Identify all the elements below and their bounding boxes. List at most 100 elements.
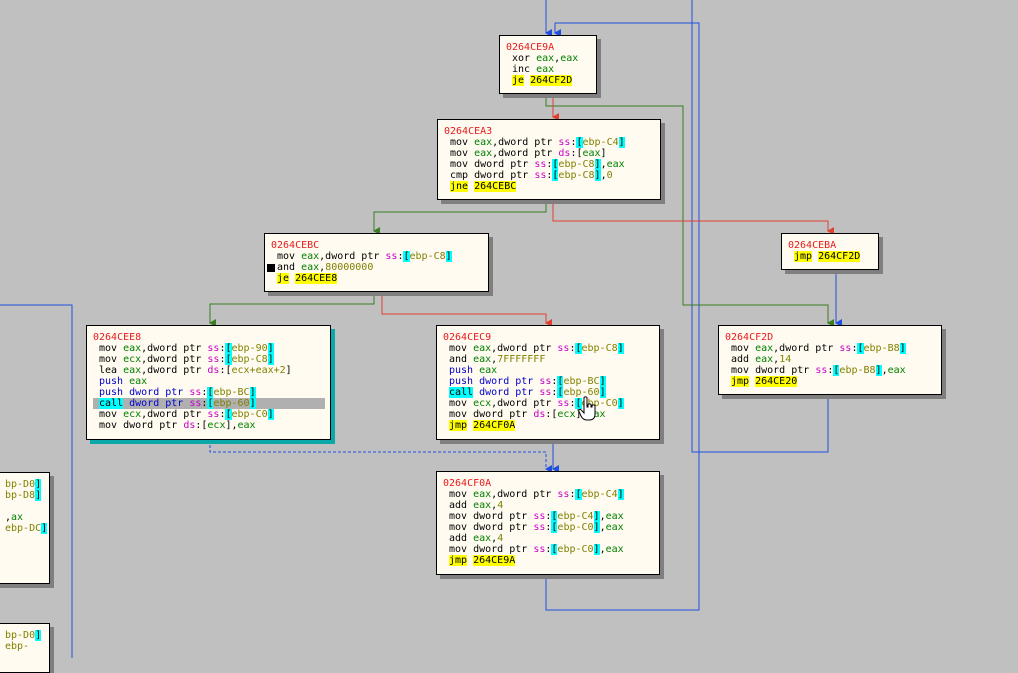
token-plain: , — [491, 500, 498, 511]
instruction-line[interactable]: je 264CEE8 — [271, 273, 483, 284]
block-address: 0264CF0A — [443, 478, 492, 489]
instruction-line[interactable]: ,ax — [0, 512, 44, 523]
instruction-line[interactable]: add eax,14 — [725, 354, 936, 365]
token-bk: ] — [599, 376, 606, 387]
token-seg: ss — [557, 489, 570, 500]
instruction-line[interactable]: add eax,4 — [443, 500, 654, 511]
instruction-line[interactable]: mov eax,dword ptr ss:[ebp-C4] — [443, 489, 654, 500]
token-seg: ds — [207, 365, 220, 376]
instruction-line[interactable]: push eax — [93, 376, 325, 387]
instruction-line[interactable]: push dword ptr ss:[ebp-BC] — [93, 387, 325, 398]
token-seg: ss — [539, 376, 552, 387]
token-bk: [ — [552, 170, 559, 181]
instruction-line[interactable]: mov dword ptr ds:[ecx],eax — [443, 409, 654, 420]
token-mn: add — [731, 354, 756, 365]
token-bk: [ — [552, 159, 559, 170]
token-bk: [ — [551, 522, 558, 533]
instruction-line[interactable]: add eax,4 — [443, 533, 654, 544]
instruction-line[interactable]: mov dword ptr ss:[ebp-C8],eax — [444, 159, 655, 170]
instruction-line[interactable]: mov eax,dword ptr ss:[ebp-C4] — [444, 137, 655, 148]
instruction-line[interactable]: push eax — [443, 365, 654, 376]
token-bk: ] — [267, 409, 274, 420]
token-bk: ] — [899, 343, 906, 354]
token-reg: eax — [473, 489, 492, 500]
token-plain: : — [569, 343, 576, 354]
instruction-line[interactable]: mov eax,dword ptr ss:[ebp-90] — [93, 343, 325, 354]
instruction-line[interactable]: cmp dword ptr ss:[ebp-C8],0 — [444, 170, 655, 181]
token-reg: eax — [887, 365, 906, 376]
instruction-line[interactable]: mov dword ptr ss:[ebp-C4],eax — [443, 511, 654, 522]
token-push: dword ptr — [129, 387, 190, 398]
token-num: 4 — [497, 500, 504, 511]
instruction-line[interactable]: jmp 264CE20 — [725, 376, 936, 387]
instruction-line[interactable]: push dword ptr ss:[ebp-BC] — [443, 376, 654, 387]
instruction-line[interactable]: bp-D8] — [0, 490, 44, 501]
breakpoint-icon[interactable] — [267, 264, 275, 272]
token-bk: [ — [833, 365, 840, 376]
token-bk: [ — [551, 511, 558, 522]
instruction-line[interactable]: mov eax,dword ptr ss:[ebp-C8] — [271, 251, 483, 262]
instruction-line[interactable]: call dword ptr ss:[ebp-60] — [443, 387, 654, 398]
instruction-line[interactable]: mov dword ptr ss:[ebp-C0],eax — [443, 522, 654, 533]
token-reg: eax — [473, 343, 492, 354]
token-mn: mov — [449, 398, 474, 409]
token-tgt: 264CF0A — [473, 420, 516, 431]
token-reg: ecx — [557, 409, 576, 420]
instruction-line[interactable]: mov eax,dword ptr ss:[ebp-C8] — [443, 343, 654, 354]
token-seg: ss — [207, 343, 220, 354]
instruction-line[interactable]: jmp 264CF2D — [788, 251, 873, 262]
token-mem: ebp-B8 — [863, 343, 900, 354]
token-reg: eax — [473, 500, 492, 511]
token-mem: ebp-C0 — [581, 398, 618, 409]
instruction-line[interactable]: mov ecx,dword ptr ss:[ebp-C0] — [93, 409, 325, 420]
instruction-line[interactable]: bp-D0] — [0, 479, 44, 490]
instruction-line[interactable] — [0, 501, 44, 512]
token-plain: : — [546, 170, 553, 181]
instruction-line[interactable]: ebp-DC] — [0, 523, 48, 534]
token-plain: ] — [600, 148, 607, 159]
instruction-line[interactable]: jmp 264CE9A — [443, 555, 654, 566]
token-mn: mov — [99, 420, 124, 431]
instruction-line[interactable]: mov eax,dword ptr ds:[eax] — [444, 148, 655, 159]
token-bk: ] — [593, 544, 600, 555]
token-seg: ds — [558, 148, 571, 159]
instruction-line[interactable]: inc eax — [506, 64, 591, 75]
instruction-line[interactable]: je 264CF2D — [506, 75, 591, 86]
token-bk: ] — [617, 343, 624, 354]
token-tgt: 264CF2D — [818, 251, 861, 262]
token-plain: dword ptr — [473, 511, 534, 522]
instruction-line[interactable]: call dword ptr ss:[ebp-60] — [93, 398, 325, 409]
instruction-line[interactable]: lea eax,dword ptr ds:[ecx+eax+2] — [93, 365, 325, 376]
code-block-left-partial-2[interactable]: bp-D0]ebp- — [0, 623, 50, 673]
instruction-line[interactable]: xor eax,eax — [506, 53, 591, 64]
instruction-line[interactable]: mov dword ptr ss:[ebp-B8],eax — [725, 365, 936, 376]
instruction-line[interactable]: bp-D0] — [0, 630, 44, 641]
instruction-line[interactable]: mov eax,dword ptr ss:[ebp-B8] — [725, 343, 936, 354]
token-plain: : — [545, 522, 552, 533]
token-mn: mov — [449, 343, 474, 354]
token-mem: ebp-C8 — [231, 354, 268, 365]
instruction-line[interactable]: mov ecx,dword ptr ss:[ebp-C0] — [443, 398, 654, 409]
instruction-line[interactable]: jmp 264CF0A — [443, 420, 654, 431]
token-reg: eax — [123, 343, 142, 354]
instruction-line[interactable]: and eax,80000000 — [267, 262, 483, 273]
token-bk: [ — [576, 137, 583, 148]
instruction-line[interactable]: jne 264CEBC — [444, 181, 655, 192]
instruction-line[interactable]: ebp- — [0, 641, 44, 652]
instruction-line[interactable]: mov dword ptr ss:[ebp-C0],eax — [443, 544, 654, 555]
token-reg: eax — [605, 544, 624, 555]
instruction-line[interactable]: mov dword ptr ds:[ecx],eax — [93, 420, 325, 431]
token-plain: :[ — [570, 148, 583, 159]
instruction-line[interactable]: and eax,7FFFFFFF — [443, 354, 654, 365]
token-plain: dword ptr — [474, 170, 535, 181]
instruction-line[interactable]: mov ecx,dword ptr ss:[ebp-C8] — [93, 354, 325, 365]
